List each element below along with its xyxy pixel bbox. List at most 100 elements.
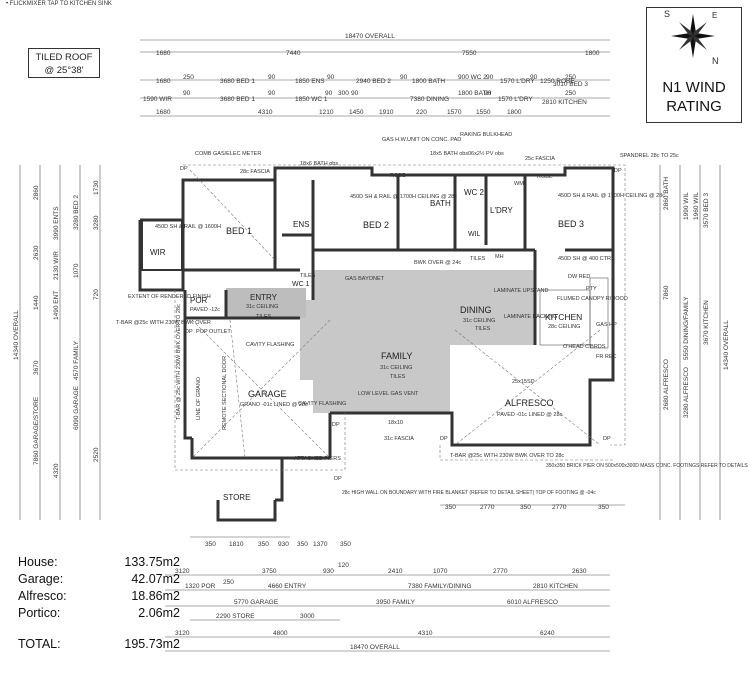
note-dp-4: DP xyxy=(332,422,340,428)
dim-top-r2: 90 xyxy=(486,74,494,81)
area-value: 18.86m2 xyxy=(131,588,180,603)
note-bath-obs-2: 18x5 BATH obs xyxy=(430,151,468,157)
note-gas-hws: GAS H.W.UNIT ON CONC. PAD xyxy=(382,137,461,143)
dim-bottom-r3: 6010 ALFRESCO xyxy=(507,599,558,606)
room-wir: WIR xyxy=(150,248,166,257)
dim-bottom-alfresco: 350 xyxy=(445,504,456,511)
room-portico: POR xyxy=(190,296,208,305)
note-tiles-4: TILES xyxy=(390,374,406,380)
note-fr-rec: FR REC xyxy=(596,354,617,360)
dim-left: 720 xyxy=(93,289,100,300)
note-ohead: O'HEAD C'BRDS xyxy=(563,344,606,350)
wind-rating-title: N1 WIND RATING xyxy=(647,78,741,116)
dim-top-r2: 2940 BED 2 xyxy=(356,78,391,85)
area-row: Garage: 42.07m2 xyxy=(18,570,188,587)
header-note: • FLICKMIXER TAP TO KITCHEN SINK xyxy=(6,1,112,7)
dim-right: 1960 WIL xyxy=(693,192,700,220)
dim-bottom-r1: 2630 xyxy=(572,568,587,575)
area-value: 2.06m2 xyxy=(138,605,180,620)
note-dw-red: DW RED xyxy=(568,274,590,280)
room-bed1: BED 1 xyxy=(226,226,252,236)
dim-right: 3280 ALFRESCO xyxy=(683,367,690,418)
dim-top-r4: 220 xyxy=(416,109,427,116)
area-label: House: xyxy=(18,554,58,569)
area-value: 133.75m2 xyxy=(124,554,180,569)
note-robe-3: ROBE xyxy=(537,174,553,180)
note-tiles: TILES xyxy=(470,256,486,262)
dim-top-r3: 1850 WC 1 xyxy=(295,96,328,103)
room-dining: DINING xyxy=(460,305,492,315)
wind-rating-line2: RATING xyxy=(666,98,722,115)
room-bath: BATH xyxy=(430,199,451,208)
dim-left: 1440 xyxy=(33,295,40,310)
area-row: Alfresco: 18.86m2 xyxy=(18,587,188,604)
room-ens: ENS xyxy=(293,220,309,229)
note-fascia-25: 25c FASCIA xyxy=(525,156,555,162)
note-fascia-31: 31c FASCIA xyxy=(384,436,414,442)
note-cavity-flashing-2: CAVITY FLASHING xyxy=(298,401,346,407)
family-note: 31c CEILING xyxy=(380,365,412,371)
compass-rose-icon: S E N xyxy=(664,9,719,66)
dim-top-r3: 3680 BED 1 xyxy=(220,96,255,103)
note-bwk-over: BWK OVER @ 24c xyxy=(414,260,461,266)
dim-bottom-r1: 1070 xyxy=(433,568,448,575)
note-spandrel: SPANDREL 28c TO 25c xyxy=(620,153,679,159)
note-robe: ROBE xyxy=(390,173,406,179)
room-wil: WIL xyxy=(468,231,481,238)
area-label: Garage: xyxy=(18,571,64,586)
note-bath-obs: 18x6 BATH obs xyxy=(300,161,338,167)
dim-bottom-store: 350 xyxy=(258,541,269,548)
note-comb-gas: COMB GAS/ELEC METER xyxy=(195,151,261,157)
dim-top-r2: 250 xyxy=(183,74,194,81)
dim-top-r4: 1800 xyxy=(507,109,522,116)
dim-top-r4: 4310 xyxy=(258,109,273,116)
dim-bottom-r1: 3750 xyxy=(262,568,277,575)
dim-right: 1990 WIL xyxy=(683,192,690,220)
area-label: Alfresco: xyxy=(18,588,67,603)
dim-top-r3: 90 xyxy=(325,90,333,97)
room-wc2: WC 2 xyxy=(464,188,485,197)
dim-top-r1: 1800 xyxy=(585,50,600,57)
note-flumed: FLUMED CANOPY R/HOOD xyxy=(557,296,628,302)
dim-left: 4320 xyxy=(53,463,60,478)
wind-rating-line1: N1 WIND xyxy=(662,79,726,96)
note-tbar-alfresco: T-BAR @25c WITH 230W BWK OVER TO 28c xyxy=(450,453,564,459)
dim-bottom-r1: 2770 xyxy=(493,568,508,575)
dim-top-r2: 250 xyxy=(565,74,576,81)
room-store: STORE xyxy=(223,493,250,502)
eave-lines xyxy=(174,164,626,471)
dim-left: 1730 xyxy=(93,180,100,195)
walls xyxy=(138,166,615,522)
dim-left: 4570 FAMILY xyxy=(73,340,80,380)
dim-left: 1490 ENT xyxy=(53,291,60,320)
dim-bottom-r5: 4310 xyxy=(418,630,433,637)
dim-overall-bottom: 18470 OVERALL xyxy=(350,644,400,651)
note-attached-piers: ATTACHED PIERS xyxy=(294,456,341,462)
dim-bottom-store: 1810 xyxy=(229,541,244,548)
dim-bottom-alfresco: 350 xyxy=(520,504,531,511)
note-wm: WM xyxy=(514,181,524,187)
dim-top-r1: 1680 xyxy=(156,50,171,57)
dim-left: 1070 xyxy=(73,263,80,278)
room-wc1: WC 1 xyxy=(292,281,310,288)
bottom-dimensions: 350 1810 350 930 350 1370 350 350 2770 3… xyxy=(165,504,625,652)
note-bed3-sh: 450D SH & RAIL @ 1700H CEILING @ 28c xyxy=(558,193,665,199)
note-line-of-grano: LINE OF GRANO xyxy=(196,376,202,420)
dim-top-r3: 250 xyxy=(565,90,576,97)
note-pv-obs: 06x2½ PV obs xyxy=(468,150,504,157)
dim-bottom-r2: 7380 FAMILY/DINING xyxy=(408,583,471,590)
note-bed2-sh: 450D SH & RAIL @ 1700H CEILING @ 28c xyxy=(350,194,457,200)
area-row: Portico: 2.06m2 xyxy=(18,604,188,621)
dim-top-r4: 1210 xyxy=(319,109,334,116)
dim-left: 14340 OVERALL xyxy=(13,310,20,360)
dim-right: 5550 DINING/FAMILY xyxy=(683,296,690,360)
dim-bottom-r4: 3000 xyxy=(300,613,315,620)
dim-top-r4: 1570 xyxy=(447,109,462,116)
dim-top-r2: 900 WC 2 xyxy=(458,74,487,81)
dim-left: 2520 xyxy=(93,447,100,462)
note-high-wall: 28c HIGH WALL ON BOUNDARY WITH FIRE BLAN… xyxy=(342,490,596,496)
area-total-row: TOTAL: 195.73m2 xyxy=(18,635,188,652)
dim-top-r3: 3010 BED 3 xyxy=(553,81,588,88)
dim-top-r2: 3680 BED 1 xyxy=(220,78,255,85)
